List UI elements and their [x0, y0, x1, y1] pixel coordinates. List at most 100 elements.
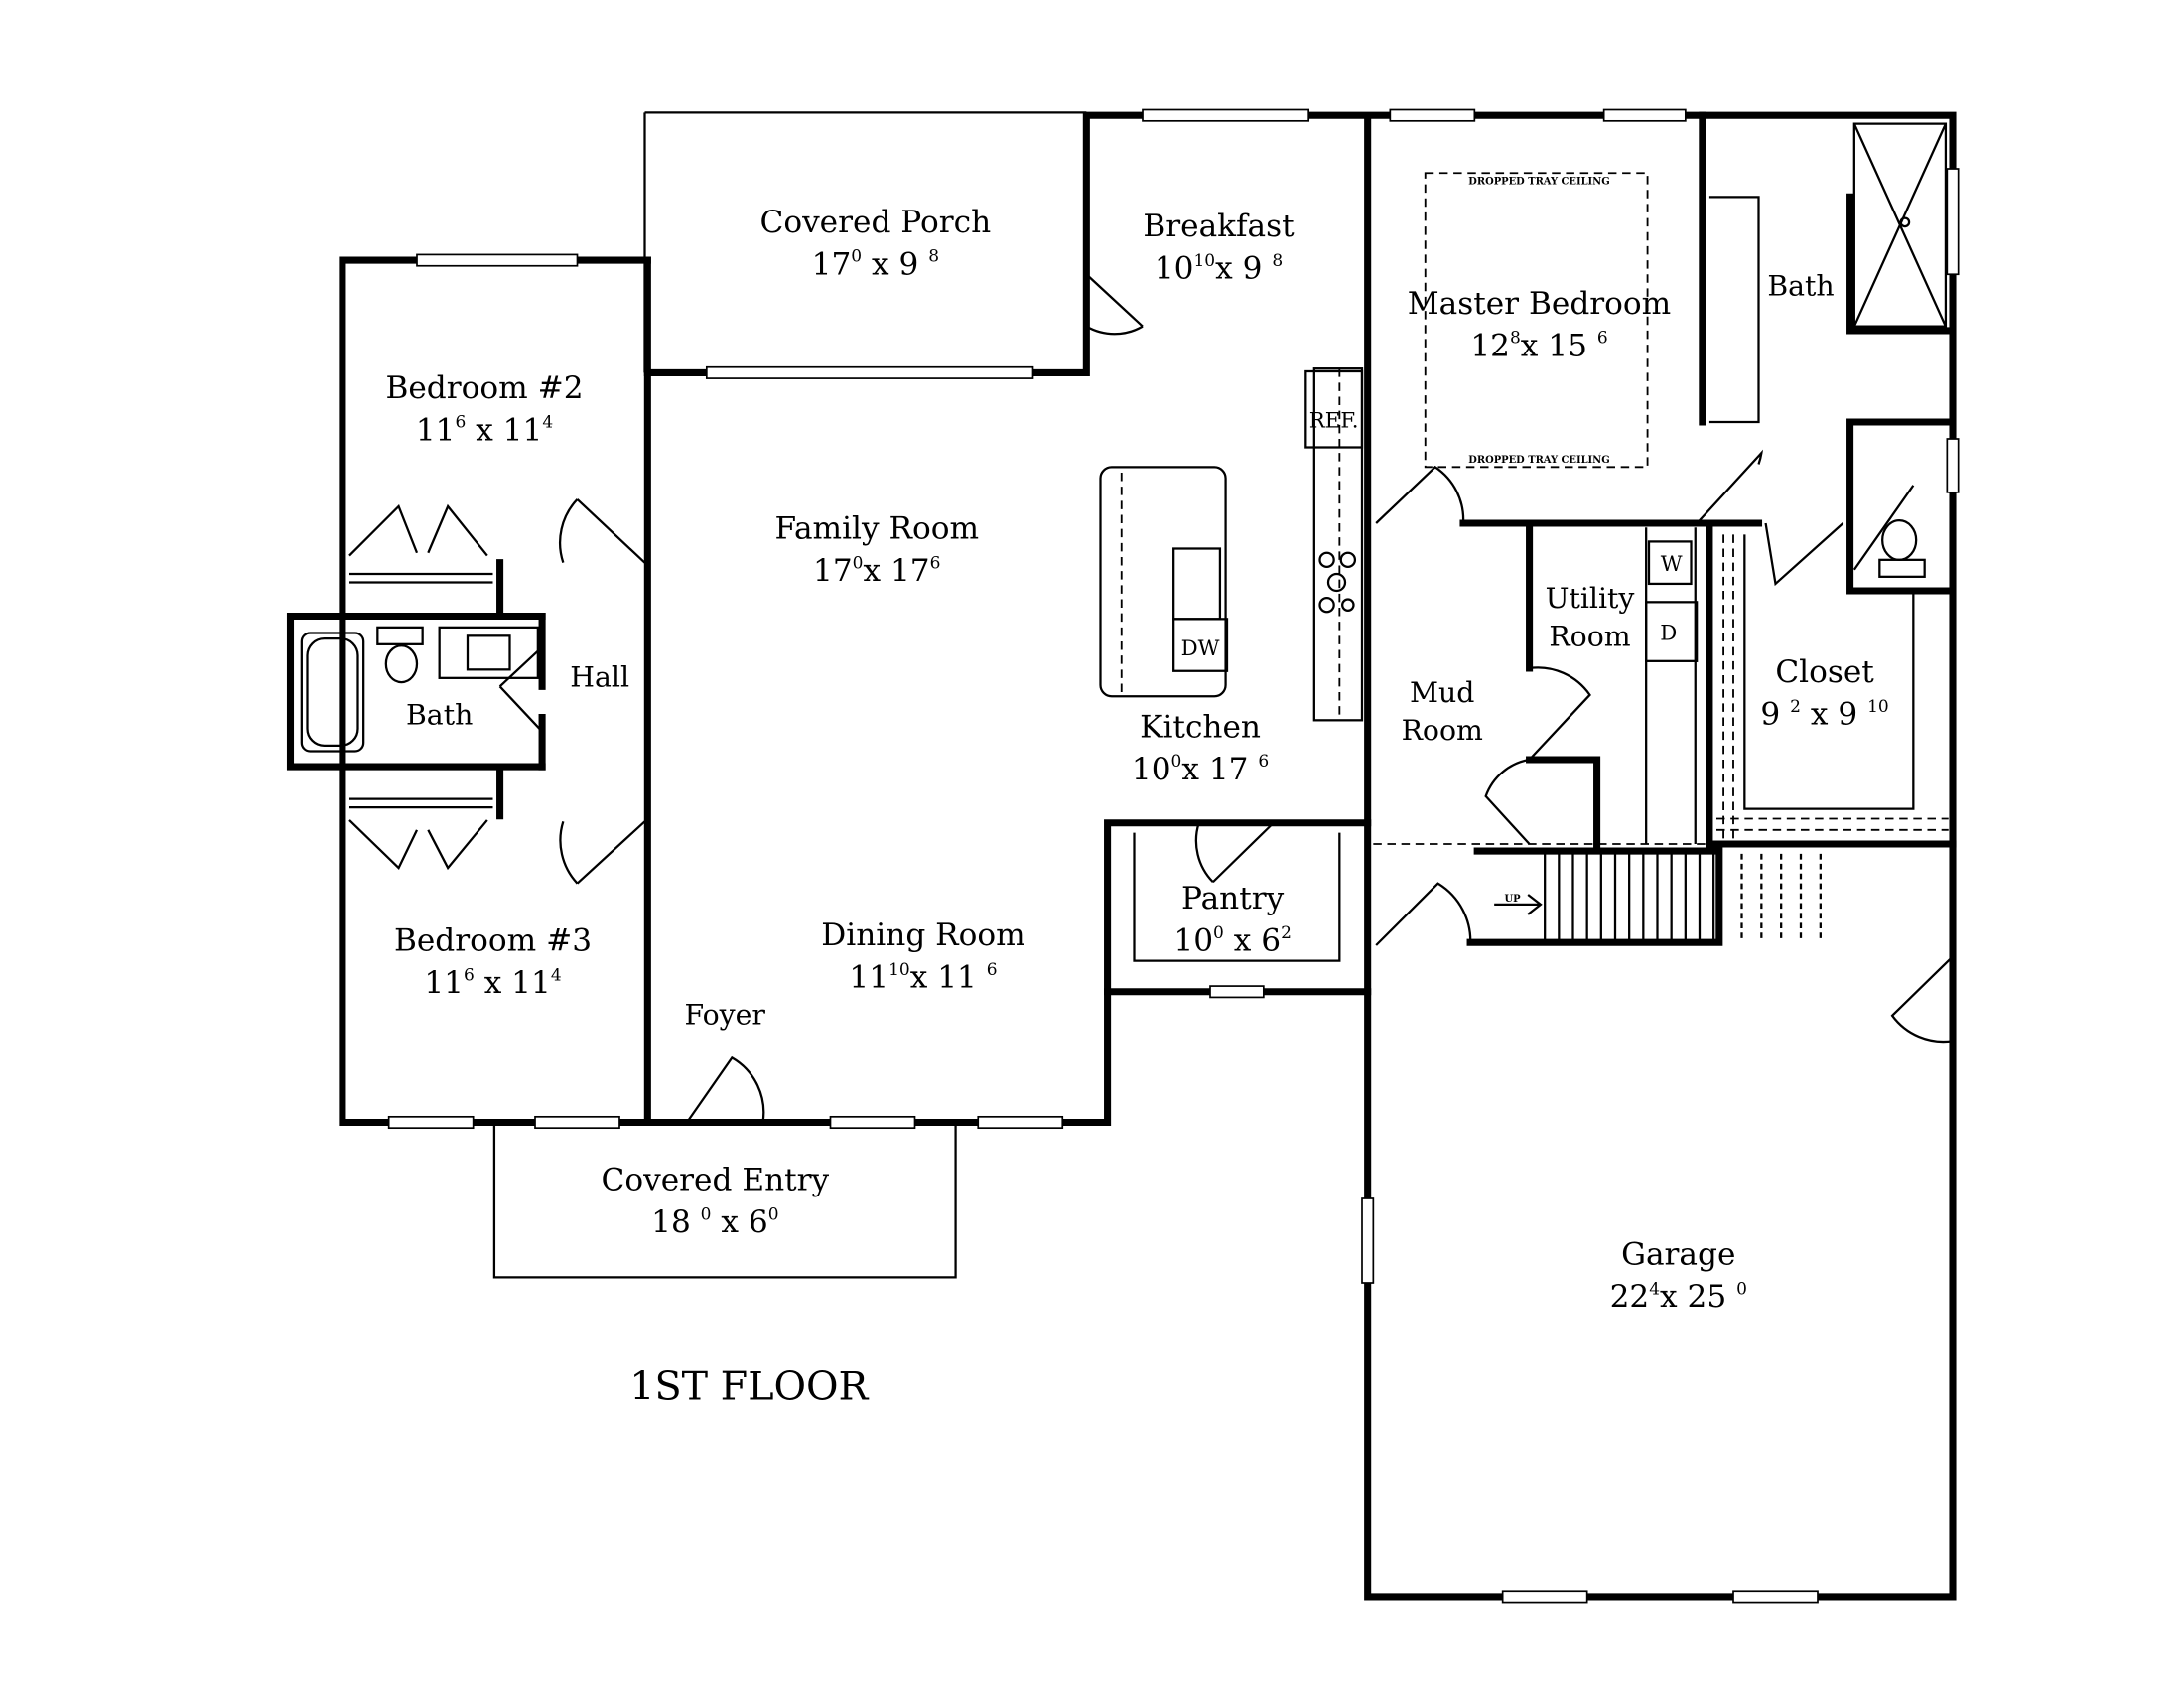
dimension-inches: 6 [1597, 329, 1608, 349]
room-name-line: Utility [1546, 582, 1635, 615]
dimension-inches: 0 [1736, 1279, 1747, 1299]
dryer-label: D [1660, 622, 1677, 646]
appliance-outline [1645, 601, 1699, 662]
room-garage: Garage 224x 25 0 [1610, 1237, 1747, 1316]
room-name: Pantry [1181, 881, 1285, 916]
room-name: Covered Porch [759, 205, 991, 240]
dimension-feet: 12 [1470, 328, 1510, 363]
dimension-feet: 10 [1155, 251, 1194, 287]
dimension-inches: 10 [1867, 697, 1889, 717]
room-covered-entry: Covered Entry 18 0 x 60 [602, 1163, 830, 1241]
dimension-feet: x 9 [862, 246, 928, 282]
dimension-feet: 11 [416, 412, 456, 448]
dimension-feet: 22 [1610, 1279, 1650, 1315]
dimension-inches: 6 [930, 553, 941, 573]
cooktop-burners [1318, 551, 1357, 614]
dimension-inches: 0 [768, 1204, 779, 1224]
dimension-feet: 10 [1132, 752, 1171, 787]
dimension-feet: x 9 [1801, 697, 1867, 733]
stairs-arrow-icon [1494, 894, 1543, 915]
room-dimensions: 170 x 9 8 [812, 246, 939, 282]
room-dimensions: 18 0 x 60 [651, 1204, 778, 1240]
refrigerator-label: REF. [1309, 409, 1359, 434]
windows [387, 108, 1960, 1604]
dimension-feet: x 9 [1215, 251, 1272, 287]
room-dimensions: 116 x 114 [416, 412, 553, 448]
dimension-feet: 17 [813, 553, 853, 589]
room-dimensions: 170x 176 [813, 553, 940, 589]
room-name: Family Room [774, 511, 979, 547]
room-covered-porch: Covered Porch 170 x 9 8 [759, 205, 991, 283]
room-dimensions: 116 x 114 [424, 965, 561, 1001]
room-name: Bedroom #3 [394, 923, 592, 959]
room-name-line: Room [1549, 620, 1630, 652]
room-name-line: Room [1402, 714, 1483, 747]
annotations: DROPPED TRAY CEILING DROPPED TRAY CEILING… [1181, 177, 1699, 915]
room-name: Bath [406, 699, 473, 732]
dimension-feet: 11 [849, 960, 888, 996]
dimension-feet: 10 [1173, 923, 1213, 959]
dimension-feet: x 15 [1521, 328, 1597, 363]
room-name: Kitchen [1140, 709, 1261, 745]
dimension-inches: 4 [1649, 1279, 1660, 1299]
dimension-feet: 9 [1760, 697, 1790, 733]
room-name: Dining Room [821, 917, 1024, 953]
room-name: Hall [570, 660, 629, 693]
room-bedroom-2: Bedroom #2 116 x 114 [385, 370, 583, 449]
tray-ceiling-label-bottom: DROPPED TRAY CEILING [1468, 455, 1609, 466]
room-kitchen: Kitchen 100x 17 6 [1132, 709, 1269, 787]
stair-treads [1544, 853, 1822, 940]
dimension-feet: x 17 [1181, 752, 1258, 787]
room-dimensions: 128x 15 6 [1470, 328, 1607, 363]
room-utility-room: UtilityRoomUtility Room [1546, 582, 1635, 652]
dimension-inches: 6 [1258, 752, 1269, 772]
room-dimensions: 224x 25 0 [1610, 1279, 1747, 1315]
dimension-feet: x 6 [712, 1204, 768, 1240]
tray-ceiling-label-top: DROPPED TRAY CEILING [1468, 177, 1609, 188]
room-closet: Closet 9 2 x 9 10 [1760, 654, 1888, 733]
room-dining-room: Dining Room 1110x 11 6 [821, 917, 1024, 995]
stairs-up-label: UP [1505, 894, 1522, 905]
walls [286, 111, 1957, 1601]
floor-title: 1ST FLOOR [629, 1364, 869, 1410]
room-name: Covered Entry [602, 1163, 830, 1198]
dimension-inches: 4 [551, 965, 562, 985]
room-dimensions: 1010x 9 8 [1155, 251, 1283, 287]
room-name: Master Bedroom [1408, 286, 1671, 322]
room-name: Closet [1775, 654, 1874, 690]
room-name: Breakfast [1143, 209, 1295, 244]
dimension-inches: 8 [1272, 251, 1283, 271]
appliance-outline [1647, 540, 1693, 586]
dimension-inches: 2 [1790, 697, 1801, 717]
room-dimensions: 9 2 x 9 10 [1760, 697, 1888, 733]
room-dimensions: 100x 17 6 [1132, 752, 1269, 787]
dimension-feet: x 6 [1224, 923, 1281, 959]
room-hall: Hall [570, 660, 629, 693]
dimension-feet: x 11 [475, 965, 551, 1001]
dimension-feet: 18 [651, 1204, 701, 1240]
room-name: Garage [1621, 1237, 1735, 1273]
dimension-inches: 6 [455, 413, 466, 433]
room-hall-bath: Bath [406, 699, 473, 732]
room-master-bedroom: Master Bedroom 128x 15 6 [1408, 286, 1671, 364]
dimension-inches: 0 [1213, 923, 1224, 943]
room-name: Bedroom #2 [385, 370, 583, 406]
dimension-inches: 0 [853, 553, 864, 573]
dimension-feet: x 25 [1660, 1279, 1736, 1315]
dimension-feet: x 11 [466, 412, 542, 448]
dimension-inches: 8 [1510, 329, 1521, 349]
dimension-feet: x 17 [864, 553, 930, 589]
dimension-feet: x 11 [910, 960, 987, 996]
dimension-inches: 6 [464, 965, 475, 985]
dimension-inches: 8 [928, 247, 939, 267]
room-dimensions: 1110x 11 6 [849, 960, 997, 996]
dimension-inches: 0 [851, 247, 862, 267]
dimension-inches: 4 [542, 413, 553, 433]
room-mud-room: MudRoomMud Room [1402, 676, 1483, 747]
dimension-inches: 0 [1171, 752, 1182, 772]
washer-label: W [1661, 552, 1683, 577]
dimension-inches: 0 [701, 1204, 712, 1224]
